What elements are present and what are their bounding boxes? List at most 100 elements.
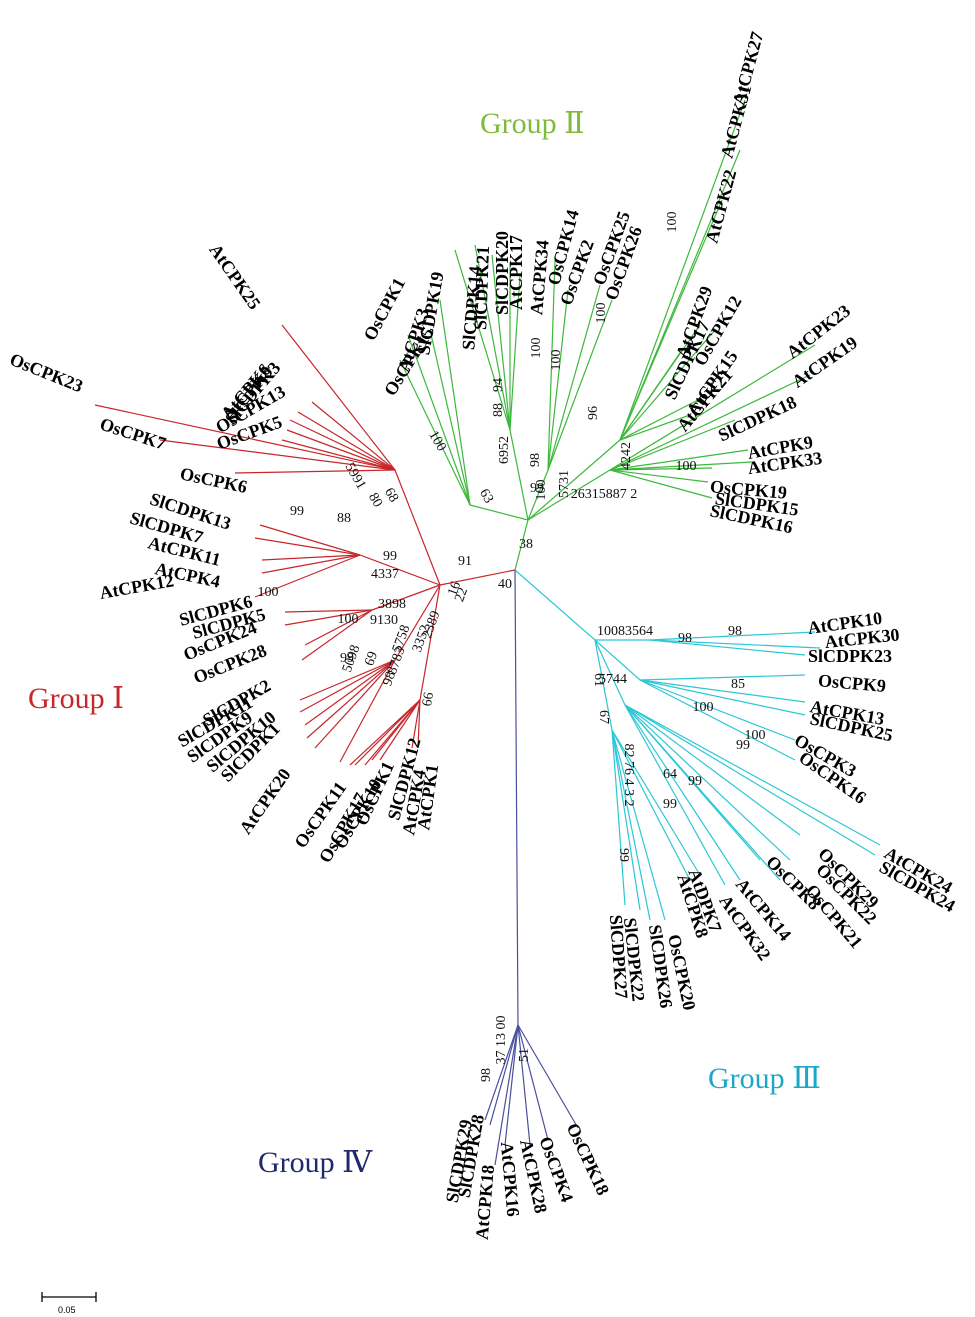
group-1-leaf: OsCPK6 — [178, 463, 249, 497]
group-1-branch — [286, 429, 396, 471]
group-2-branch — [619, 329, 716, 441]
group-2-bootstrap: 100 — [425, 428, 448, 454]
group-2-branch — [609, 461, 753, 471]
group-3-bootstrap: 100 — [693, 700, 714, 715]
group-1-bootstrap: 16 — [445, 580, 464, 598]
group-2-branch — [619, 199, 723, 441]
group-2-branch — [609, 469, 713, 499]
group-1-leaf: OsCPK23 — [7, 349, 86, 396]
group-3-branch — [639, 679, 806, 716]
group-2-branch — [399, 359, 471, 506]
group-3-bootstrap: 10083564 — [597, 624, 653, 639]
group-1-branch — [297, 411, 396, 471]
group-3-branch — [611, 729, 651, 921]
group-2-clade-2 — [527, 469, 549, 521]
group-1-bootstrap: 98 — [380, 670, 399, 688]
scale-bar: 0.05 — [41, 1292, 97, 1315]
group-4-branch — [494, 1024, 519, 1166]
group-2-branch — [547, 289, 569, 471]
group-2-clade-0 — [469, 504, 529, 521]
group-1-branch — [301, 609, 373, 661]
group-1-branch — [304, 609, 373, 646]
group-1-leaf: AtCPK12 — [98, 570, 175, 603]
group-4-branch — [489, 1024, 519, 1126]
group-2-branch — [609, 469, 709, 483]
group-2-label: Group Ⅱ — [480, 107, 585, 140]
group-2-leaf: SlCDPK21 — [470, 246, 493, 331]
group-1-bootstrap: 99 — [383, 549, 397, 564]
group-3-bootstrap: 61 — [591, 673, 606, 687]
group-1-branch — [311, 401, 396, 471]
group-4-label: Group Ⅳ — [258, 1146, 373, 1179]
group-3-branch — [624, 704, 726, 886]
group-1-bootstrap: 66 — [420, 691, 437, 707]
group-1-bootstrap: 9130 — [370, 613, 398, 628]
group-1-branch — [284, 609, 373, 626]
group-2-branch — [609, 344, 816, 471]
group-1-clade-0 — [394, 469, 441, 586]
group-2-branch — [429, 329, 471, 506]
group-4-stem — [514, 569, 519, 1026]
group-2-clade-4 — [527, 469, 611, 521]
group-2-leaf: OsCPK1 — [360, 274, 410, 343]
group-1-branch — [304, 659, 396, 726]
group-3-leaf: OsCPK9 — [817, 670, 886, 696]
group-2-bootstrap: 100 — [676, 459, 697, 474]
group-1-branch — [281, 324, 396, 471]
group-2-branch — [609, 419, 736, 471]
group-2-bootstrap: 100 — [665, 212, 680, 233]
group-4-branch — [517, 1024, 531, 1146]
group-3-branch — [624, 704, 801, 836]
group-2-bootstrap: 100 — [529, 338, 544, 359]
group-1-clade-1 — [359, 554, 441, 586]
group-1-leaf: AtCPK25 — [205, 240, 264, 313]
group-3-bootstrap: 99 — [663, 797, 677, 812]
group-3-clade-2 — [594, 639, 626, 706]
group-3-branch — [611, 729, 666, 921]
group-1-bootstrap: 99 — [340, 651, 354, 666]
tree-branches — [94, 99, 881, 1166]
group-2-branch — [491, 254, 511, 431]
group-3-branch — [639, 679, 806, 703]
group-2-branch — [619, 414, 691, 441]
group-1-bootstrap: 88 — [337, 511, 351, 526]
group-4-bootstrap: 51 — [517, 1048, 532, 1062]
group-1-branch — [254, 537, 361, 556]
group-3-branch — [611, 729, 641, 911]
group-1-bootstrap: 99 — [290, 504, 304, 519]
group-2-branch — [609, 449, 749, 471]
group-2-bootstrap: 98 — [528, 453, 543, 467]
group-1-bootstrap: 100 — [338, 612, 359, 627]
group-2-clade-3 — [527, 439, 621, 521]
group-3-bootstrap: 67 — [596, 710, 611, 724]
group-2-branch — [547, 259, 556, 471]
group-2-branch — [547, 299, 613, 471]
group-2-branch — [609, 467, 713, 471]
group-1-branch — [379, 699, 421, 761]
group-1-stem — [439, 569, 516, 586]
group-2-branch — [609, 374, 811, 471]
group-4-branch — [517, 1024, 549, 1141]
group-2-branch — [547, 284, 601, 471]
group-2-bootstrap: 99 — [530, 481, 544, 496]
group-1-branch — [371, 699, 421, 761]
group-1-branch — [339, 659, 396, 763]
group-3-branch — [624, 704, 881, 846]
group-3-branch — [649, 639, 806, 656]
group-3-bootstrap: 98 — [728, 624, 742, 639]
group-4-branch — [504, 1024, 519, 1146]
leaf-labels: OsCPK23OsCPK7AtCPK25AtCPK6AtCPK5SlCDPK3O… — [7, 29, 959, 1240]
group-1-leaf: AtCPK20 — [235, 765, 294, 838]
group-3-branch — [624, 704, 791, 861]
group-3-branch — [649, 639, 821, 649]
group-1-branch — [354, 699, 421, 766]
group-1-bootstrap: 100 — [258, 585, 279, 600]
group-3-bootstrap: 99 — [616, 848, 631, 862]
group-2-branch — [474, 244, 511, 431]
group-3-bootstrap: 85 — [731, 677, 745, 692]
group-4-bootstrap: 38 — [519, 537, 533, 552]
group-1-bootstrap: 5991 — [342, 460, 369, 492]
group-2-bootstrap: 100 — [534, 480, 549, 501]
